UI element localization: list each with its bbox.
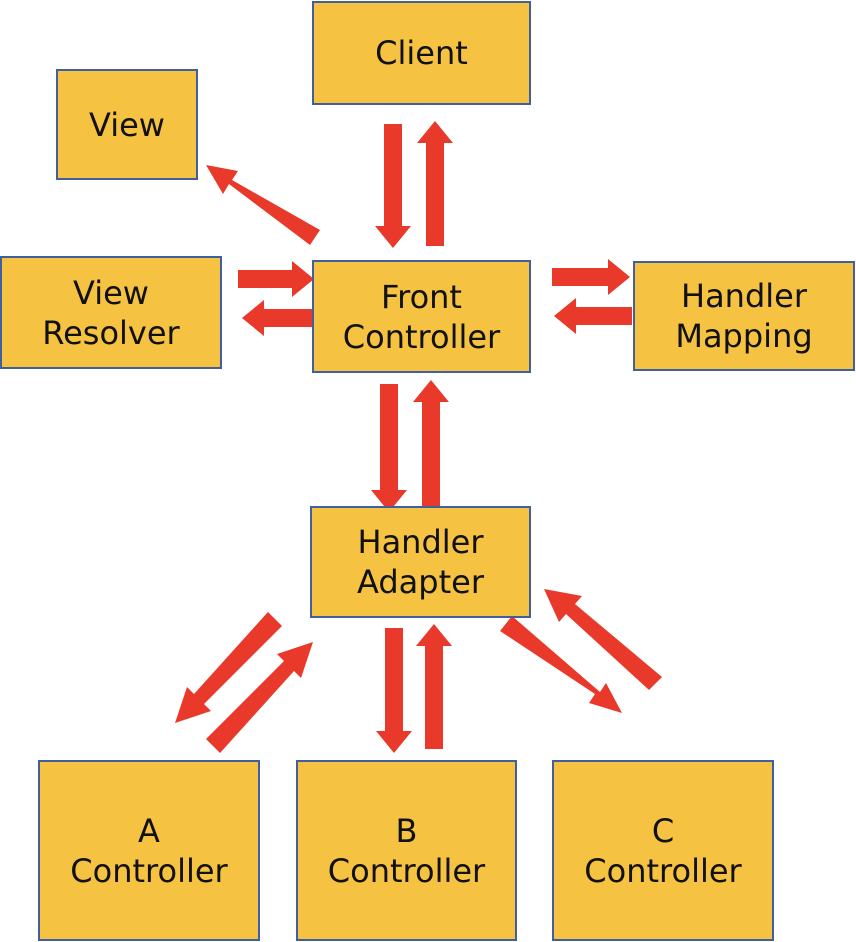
front-controller-box: Front Controller <box>312 260 531 373</box>
arrow-handler-adapter-to-c-controller <box>500 616 622 713</box>
client-box: Client <box>312 1 531 105</box>
arrow-client-to-front-controller <box>375 124 411 248</box>
handler-mapping-box: Handler Mapping <box>633 261 855 371</box>
arrow-handler-adapter-to-b-controller <box>376 628 412 753</box>
a-controller-box: A Controller <box>38 760 260 941</box>
c-controller-box: C Controller <box>552 760 774 941</box>
view-resolver-box: View Resolver <box>0 256 222 369</box>
handler-mapping-label-line-1: Handler <box>681 277 807 315</box>
front-controller-label-line-1: Front <box>381 277 462 316</box>
c-controller-label-line-1: C <box>651 811 675 850</box>
view-box: View <box>56 69 198 180</box>
b-controller-label-line-1: B <box>395 811 418 850</box>
c-controller-label-line-2: Controller <box>584 851 742 890</box>
b-controller-label-line-2: Controller <box>327 851 486 890</box>
view-resolver-label-line-1: View <box>73 273 149 312</box>
arrow-front-controller-to-handler-mapping <box>552 259 630 295</box>
arrow-handler-adapter-to-front-controller <box>413 380 449 508</box>
a-controller-label-line-2: Controller <box>70 851 228 890</box>
view-resolver-label-line-2: Resolver <box>42 313 180 352</box>
handler-adapter-box: Handler Adapter <box>310 506 531 618</box>
arrow-view-resolver-to-front-controller <box>238 261 314 297</box>
handler-mapping-label-line-2: Mapping <box>675 317 813 355</box>
arrow-handler-adapter-to-a-controller <box>175 612 282 723</box>
arrow-front-controller-to-view-resolver <box>242 300 318 336</box>
arrow-front-controller-to-view <box>206 165 320 245</box>
client-label-line-1: Client <box>375 34 468 72</box>
arrow-front-controller-to-handler-adapter <box>371 384 407 512</box>
front-controller-label-line-2: Controller <box>342 317 501 356</box>
b-controller-box: B Controller <box>296 760 517 941</box>
arrow-front-controller-to-client <box>417 121 453 246</box>
handler-adapter-label-line-2: Adapter <box>357 563 484 601</box>
arrow-handler-mapping-to-front-controller <box>554 298 632 334</box>
a-controller-label-line-1: A <box>138 811 160 850</box>
arrow-a-controller-to-handler-adapter <box>206 642 313 753</box>
arrow-c-controller-to-handler-adapter <box>544 589 662 690</box>
arrow-b-controller-to-handler-adapter <box>416 624 452 749</box>
view-label-line-1: View <box>89 105 165 144</box>
handler-adapter-label-line-1: Handler <box>357 523 484 561</box>
